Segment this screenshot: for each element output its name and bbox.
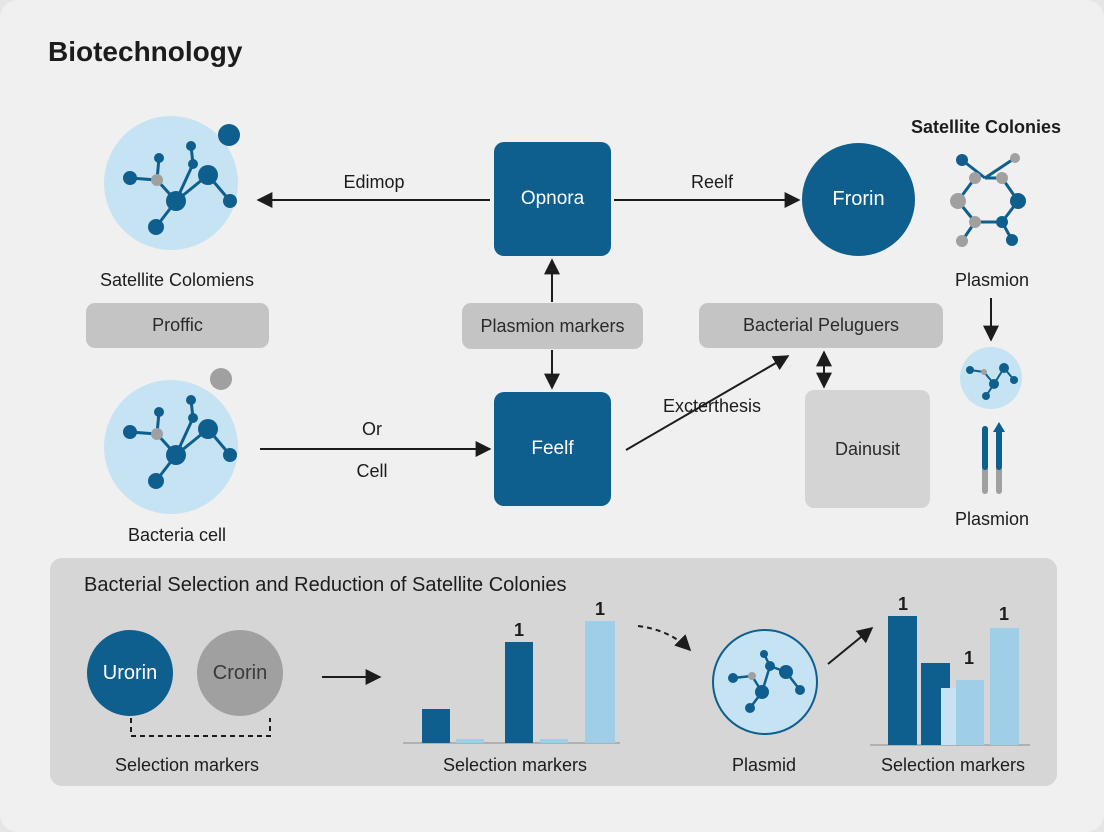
plasmion-markers-box: Plasmion markers [462, 303, 643, 349]
caption-selection-markers-2: Selection markers [442, 755, 588, 775]
chart2-bar [956, 680, 984, 745]
opnora-box: Opnora [494, 142, 611, 256]
chart2-data-label: 1 [897, 594, 908, 614]
dashed-bracket [130, 718, 271, 737]
edimop-label: Edimop [343, 172, 405, 192]
plasmion-label-top: Plasmion [954, 270, 1030, 290]
caption-plasmid: Plasmid [731, 755, 797, 775]
cell2-caption: Bacteria cell [127, 525, 227, 545]
caption-selection-markers-1: Selection markers [114, 755, 260, 775]
reelf-label: Reelf [690, 172, 734, 192]
bar-chart-2 [870, 616, 1030, 746]
cell-label: Cell [356, 461, 388, 481]
satellite-colonies-heading: Satellite Colonies [910, 117, 1062, 137]
arrow-excterthesis [625, 355, 790, 451]
plasmid-icon [712, 629, 818, 735]
cell-icon [104, 116, 240, 250]
tube-icon [982, 422, 1005, 494]
plasmion-label-bottom: Plasmion [954, 509, 1030, 529]
bar-chart-1 [403, 621, 620, 744]
chart1-bar [456, 739, 484, 743]
chart2-data-label: 1 [963, 648, 974, 668]
molecule-icon [950, 153, 1026, 247]
dashed-arrow-plasmid [637, 625, 692, 652]
crorin-circle: Crorin [197, 630, 283, 716]
cell1-caption: Satellite Colomiens [99, 270, 255, 290]
or-label: Or [362, 419, 382, 439]
chart1-bar [585, 621, 615, 743]
cell-icon [960, 347, 1022, 409]
chart2-bar [990, 628, 1019, 745]
bacterial-peluguers-box: Bacterial Peluguers [699, 303, 943, 348]
chart1-data-label: 1 [513, 620, 524, 640]
chart1-bar [505, 642, 533, 743]
chart1-bar [422, 709, 450, 743]
feelf-box: Feelf [494, 392, 611, 506]
page-title: Biotechnology [48, 36, 243, 67]
cell-icon [104, 368, 238, 514]
bottom-heading: Bacterial Selection and Reduction of Sat… [84, 574, 567, 596]
chart1-data-label: 1 [594, 599, 605, 619]
dainusit-box: Dainusit [805, 390, 930, 508]
urorin-circle: Urorin [87, 630, 173, 716]
proffic-box: Proffic [86, 303, 269, 348]
chart2-bar [888, 616, 917, 745]
arrow-to-chart2 [827, 626, 874, 665]
excterthesis-label: Excterthesis [662, 396, 762, 416]
chart1-bar [540, 739, 568, 743]
frorin-circle: Frorin [802, 143, 915, 256]
chart2-data-label: 1 [998, 604, 1009, 624]
caption-selection-markers-3: Selection markers [880, 755, 1026, 775]
